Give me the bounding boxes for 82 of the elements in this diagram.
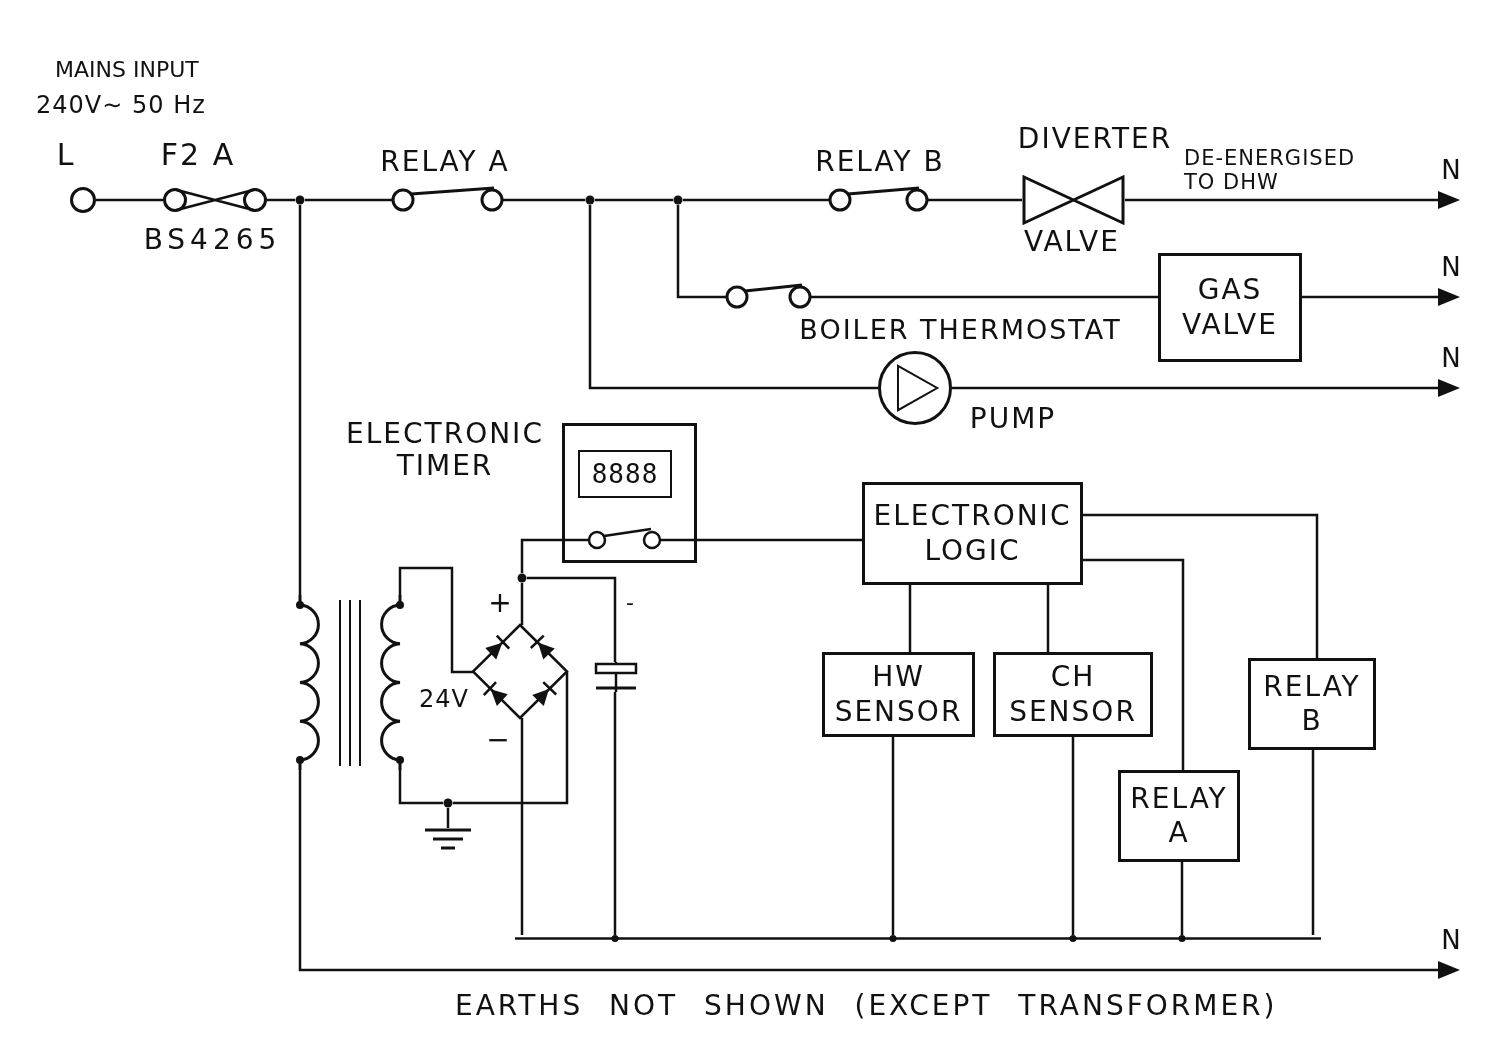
wire [305, 198, 392, 202]
wire [595, 198, 673, 202]
terminal-symbol [70, 187, 96, 213]
wire [503, 198, 585, 202]
terminal-label: N [1441, 252, 1463, 284]
component-label: RELAY B [1262, 669, 1362, 739]
wire [520, 538, 562, 573]
junction-dot [443, 798, 453, 808]
wire [1046, 585, 1050, 652]
component-box [993, 652, 1153, 737]
wire [398, 770, 443, 805]
wire [891, 737, 895, 935]
component-label: GAS VALVE [1181, 273, 1279, 342]
arrow [1125, 191, 1460, 209]
component-label: DIVERTER [1016, 123, 1174, 156]
note-text: EARTHS NOT SHOWN (EXCEPT TRANSFORMER) [455, 990, 1278, 1023]
component-label: VALVE [1023, 226, 1121, 259]
component-label: PUMP [968, 403, 1058, 436]
component-label: L [55, 138, 77, 173]
wire [908, 585, 912, 652]
wire [96, 198, 163, 202]
terminal-label: N [1441, 155, 1463, 187]
component-box [822, 652, 975, 737]
digital-display: 8888 [578, 450, 672, 498]
component-label: - [625, 590, 637, 616]
junction-dot [295, 195, 305, 205]
component-label: F2 A [159, 138, 237, 173]
junction-dot [517, 573, 527, 583]
terminal-label: N [1441, 343, 1463, 375]
component-label: RELAY A [379, 146, 511, 179]
fuse-symbol [163, 188, 267, 212]
component-label: + [487, 587, 515, 620]
wire [267, 198, 295, 202]
wire [928, 198, 1022, 202]
component-label: DE-ENERGISED TO DHW [1184, 146, 1357, 195]
wire [676, 205, 726, 299]
component-box [1158, 253, 1302, 362]
earth-symbol [425, 828, 471, 850]
wire [398, 566, 473, 674]
component-box [1118, 770, 1240, 862]
wire [811, 295, 1158, 299]
arrow [1302, 288, 1460, 306]
wire [588, 205, 878, 390]
wire [1083, 558, 1185, 770]
wire [453, 672, 569, 805]
component-label: ELECTRONIC TIMER [345, 418, 545, 483]
wire [1311, 750, 1315, 935]
component-label: ELECTRONIC LOGIC [872, 499, 1073, 568]
arrow [952, 379, 1460, 397]
component-box [1248, 658, 1376, 750]
component-label: 24V [418, 686, 470, 714]
component-label: BOILER THERMOSTAT [798, 314, 1123, 346]
wire [697, 538, 862, 542]
wire [683, 198, 829, 202]
bus-bar [515, 935, 1321, 942]
valve-symbol [1022, 175, 1125, 225]
wire [1071, 737, 1075, 935]
capacitor-symbol [596, 662, 636, 692]
component-label: MAINS INPUT [55, 57, 199, 83]
bridge-rectifier-symbol [473, 625, 567, 718]
component-label: − [485, 724, 513, 757]
wire [520, 583, 524, 625]
timer-box [562, 423, 697, 563]
junction-dot [585, 195, 595, 205]
wire [298, 205, 302, 595]
junction-dot [673, 195, 683, 205]
component-box [862, 482, 1083, 585]
pump-symbol [878, 351, 952, 425]
wire [520, 718, 524, 935]
component-label: CH SENSOR [1008, 660, 1138, 729]
component-label: HW SENSOR [833, 660, 964, 729]
wire [1083, 513, 1319, 658]
component-label: RELAY B [814, 146, 946, 179]
wire [1180, 862, 1184, 935]
wire [527, 576, 617, 662]
component-label: RELAY A [1129, 781, 1229, 851]
terminal-label: N [1441, 925, 1463, 957]
arrow [298, 770, 1460, 979]
component-label: BS4265 [142, 224, 283, 257]
wire [613, 692, 617, 935]
wire [446, 808, 450, 828]
component-label: 240V∼ 50 Hz [36, 92, 206, 120]
